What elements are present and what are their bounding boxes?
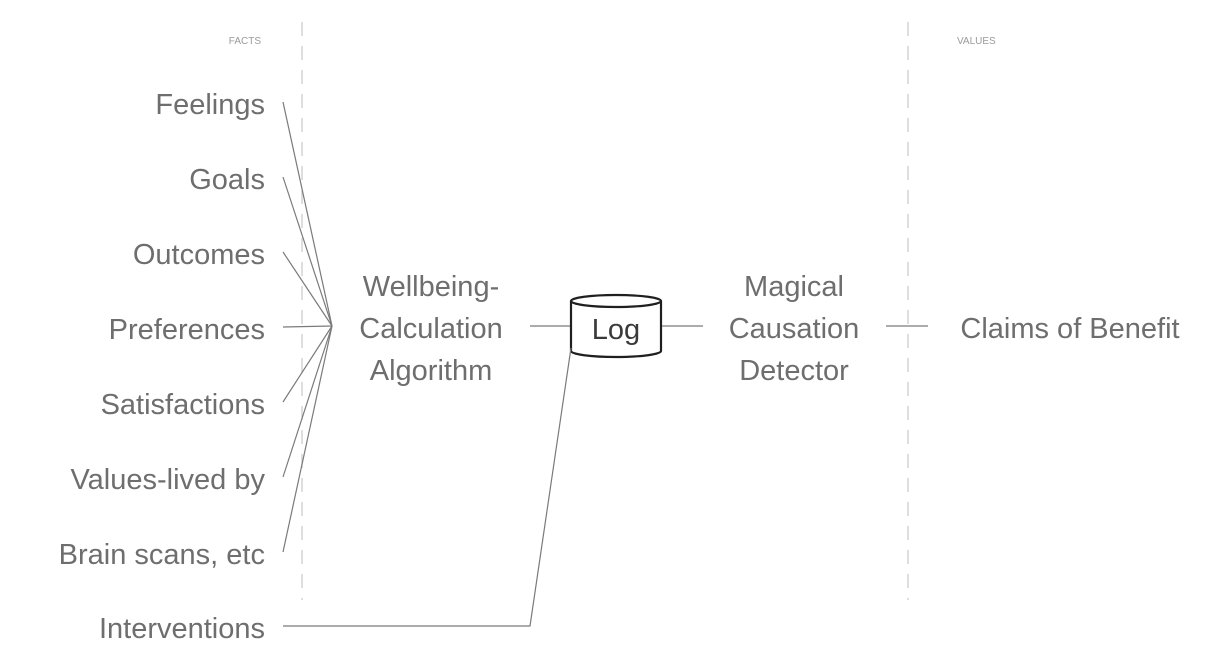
input-label-1: Goals — [189, 164, 265, 196]
detector-node-line-3: Detector — [739, 355, 849, 387]
interventions-label: Interventions — [99, 613, 265, 645]
detector-node-line-2: Causation — [729, 313, 860, 345]
input-connector-0 — [282, 101, 333, 327]
input-connector-3 — [282, 325, 333, 328]
input-labels: FeelingsGoalsOutcomesPreferencesSatisfac… — [59, 89, 266, 571]
algorithm-node-line-1: Wellbeing- — [363, 271, 499, 303]
input-label-6: Brain scans, etc — [59, 539, 265, 571]
input-label-2: Outcomes — [133, 239, 265, 271]
input-connector-6 — [282, 325, 333, 553]
interventions-to-log-connector — [283, 347, 572, 627]
input-connector-5 — [282, 325, 333, 478]
input-label-3: Preferences — [109, 314, 265, 346]
input-connector-1 — [282, 176, 333, 327]
input-connector-4 — [282, 325, 333, 403]
input-label-0: Feelings — [155, 89, 265, 121]
algorithm-node-line-3: Algorithm — [370, 355, 493, 387]
log-node-label: Log — [592, 314, 640, 346]
detector-node-line-1: Magical — [744, 271, 844, 303]
input-label-4: Satisfactions — [101, 389, 265, 421]
claims-of-benefit-label: Claims of Benefit — [960, 313, 1179, 345]
input-label-5: Values-lived by — [70, 464, 265, 496]
log-cylinder-icon — [569, 293, 663, 359]
algorithm-node-line-2: Calculation — [359, 313, 502, 345]
input-connector-2 — [282, 251, 333, 327]
values-section-label: VALUES — [957, 36, 996, 47]
facts-section-label: FACTS — [229, 36, 262, 47]
input-connectors — [282, 101, 333, 553]
